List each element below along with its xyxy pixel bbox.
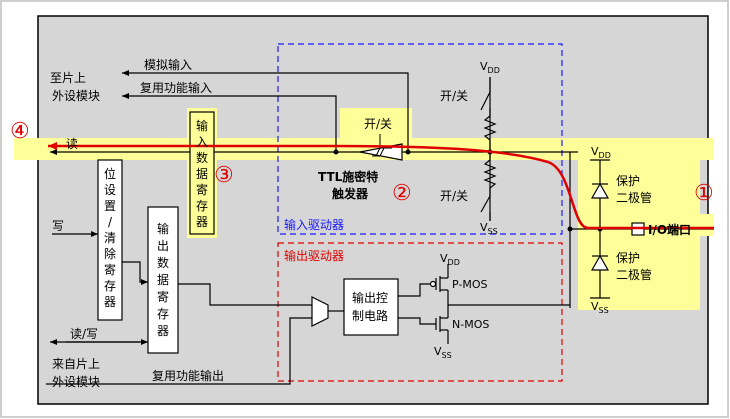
- svg-text:/: /: [108, 215, 113, 229]
- svg-text:寄: 寄: [157, 289, 169, 304]
- to-peripheral-label-1: 至片上: [50, 71, 86, 85]
- svg-text:数: 数: [196, 150, 208, 165]
- svg-text:置: 置: [104, 199, 116, 213]
- svg-text:据: 据: [196, 167, 208, 181]
- io-port-label: I/O端口: [648, 222, 691, 237]
- svg-text:入: 入: [196, 135, 208, 149]
- input-signal-path: [48, 142, 714, 230]
- schmitt-switch-label: 开/关: [364, 117, 392, 131]
- alt-func-output-label: 复用功能输出: [152, 368, 224, 383]
- schmitt-label-1: TTL施密特: [318, 169, 378, 184]
- protect-bottom-label-1: 保护: [616, 251, 640, 265]
- vdd-top-label: VDD: [480, 60, 500, 75]
- svg-text:器: 器: [104, 295, 116, 309]
- write-label: 写: [52, 219, 64, 233]
- protect-top-label-1: 保护: [616, 174, 640, 188]
- output-data-register-label: 输 出 数 据 寄 存 器: [157, 221, 169, 338]
- read-label: 读: [66, 137, 78, 151]
- svg-text:存: 存: [196, 199, 208, 213]
- vdd-diode-label: VDD: [591, 145, 611, 160]
- analog-input-label: 模拟输入: [144, 57, 192, 72]
- from-peripheral-label-1: 来自片上: [52, 357, 100, 371]
- input-data-register: [189, 111, 215, 235]
- wiring: [46, 70, 714, 385]
- svg-text:清: 清: [104, 231, 116, 245]
- read-write-label: 读/写: [70, 327, 98, 341]
- mos-transistors: [429, 276, 448, 332]
- svg-text:寄: 寄: [196, 182, 208, 197]
- svg-text:输: 输: [196, 118, 208, 133]
- output-control-label-2: 制电路: [352, 308, 388, 323]
- output-data-register: [147, 206, 179, 354]
- svg-text:器: 器: [196, 215, 208, 229]
- from-peripheral-label-2: 外设模块: [52, 375, 100, 389]
- svg-text:据: 据: [157, 273, 169, 287]
- protection-diodes: [590, 182, 610, 271]
- vdd-pmos-label: VDD: [440, 252, 460, 267]
- output-mux: [311, 296, 329, 327]
- svg-text:出: 出: [157, 239, 169, 253]
- output-driver-box: [277, 242, 563, 382]
- marker-4: ④: [10, 119, 30, 144]
- marker-2: ②: [392, 181, 412, 206]
- output-control-circuit: [343, 278, 399, 336]
- svg-text:除: 除: [104, 246, 116, 261]
- svg-text:存: 存: [104, 279, 116, 293]
- svg-text:存: 存: [157, 307, 169, 321]
- protect-bottom-label-2: 二极管: [616, 267, 652, 282]
- vss-top-label: VSS: [480, 221, 498, 236]
- svg-text:输: 输: [157, 221, 169, 236]
- svg-text:位: 位: [104, 166, 116, 181]
- svg-text:设: 设: [104, 183, 116, 197]
- to-peripheral-label-2: 外设模块: [52, 89, 100, 103]
- svg-text:寄: 寄: [104, 262, 116, 277]
- alt-func-input-label: 复用功能输入: [140, 80, 212, 95]
- vss-diode-label: VSS: [591, 300, 609, 315]
- pmos-label: P-MOS: [452, 278, 488, 291]
- svg-text:器: 器: [157, 324, 169, 338]
- nmos-label: N-MOS: [452, 318, 489, 331]
- output-control-label-1: 输出控: [352, 290, 388, 305]
- pulldown-switch-label: 开/关: [440, 189, 468, 203]
- bit-set-clear-register: [97, 159, 123, 321]
- input-driver-box: [277, 43, 563, 235]
- vss-nmos-label: VSS: [434, 345, 452, 360]
- input-driver-label: 输入驱动器: [284, 217, 344, 232]
- svg-text:数: 数: [157, 255, 169, 270]
- marker-3: ③: [214, 163, 234, 188]
- output-driver-label: 输出驱动器: [284, 248, 344, 263]
- protect-top-label-2: 二极管: [616, 190, 652, 205]
- marker-1: ①: [694, 181, 714, 206]
- pullup-switch-label: 开/关: [440, 89, 468, 103]
- bit-set-clear-register-label: 位 设 置 / 清 除 寄 存 器: [104, 166, 116, 309]
- schmitt-trigger: [359, 134, 403, 161]
- schmitt-label-2: 触发器: [332, 186, 369, 201]
- input-data-register-label: 输 入 数 据 寄 存 器: [196, 118, 208, 229]
